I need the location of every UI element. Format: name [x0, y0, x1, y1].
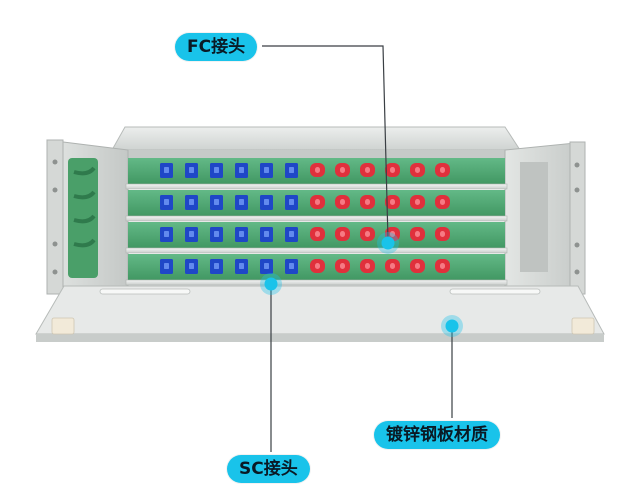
adapter-port: [289, 263, 294, 269]
adapter-port: [315, 263, 320, 269]
adapter-port: [365, 167, 370, 173]
adapter-port: [289, 167, 294, 173]
adapter-port: [264, 231, 269, 237]
adapter-port: [415, 167, 420, 173]
adapter-port: [239, 199, 244, 205]
adapter-port: [390, 199, 395, 205]
front-cover-plate: [35, 285, 605, 342]
chassis-top: [111, 126, 521, 158]
adapter-port: [164, 231, 169, 237]
adapter-port: [214, 199, 219, 205]
adapter-port: [164, 199, 169, 205]
splice-tray: [125, 254, 508, 286]
material-label: 镀锌钢板材质: [374, 421, 500, 449]
adapter-port: [340, 231, 345, 237]
adapter-port: [440, 231, 445, 237]
right-mounting-bracket: [504, 141, 586, 295]
adapter-port: [214, 231, 219, 237]
adapter-port: [239, 167, 244, 173]
adapter-port: [440, 167, 445, 173]
adapter-port: [264, 167, 269, 173]
adapter-port: [365, 263, 370, 269]
adapter-port: [415, 199, 420, 205]
adapter-port: [189, 263, 194, 269]
splice-tray: [125, 190, 508, 222]
adapter-port: [390, 263, 395, 269]
adapter-port: [239, 231, 244, 237]
adapter-port: [164, 263, 169, 269]
sc-connector-label: SC接头: [227, 455, 310, 483]
adapter-port: [440, 263, 445, 269]
adapter-port: [264, 199, 269, 205]
adapter-port: [340, 199, 345, 205]
left-mounting-bracket: [46, 139, 129, 295]
adapter-port: [189, 199, 194, 205]
adapter-port: [189, 231, 194, 237]
adapter-port: [315, 199, 320, 205]
splice-trays: [125, 158, 508, 286]
adapter-port: [340, 263, 345, 269]
adapter-port: [289, 199, 294, 205]
adapter-port: [214, 167, 219, 173]
adapter-port: [365, 231, 370, 237]
adapter-port: [315, 231, 320, 237]
adapter-port: [415, 231, 420, 237]
adapter-port: [164, 167, 169, 173]
splice-tray: [125, 158, 508, 190]
adapter-port: [390, 167, 395, 173]
adapter-port: [264, 263, 269, 269]
fc-connector-label: FC接头: [175, 33, 258, 61]
adapter-port: [390, 231, 395, 237]
adapter-port: [289, 231, 294, 237]
adapter-port: [239, 263, 244, 269]
adapter-port: [189, 167, 194, 173]
adapter-port: [315, 167, 320, 173]
adapter-port: [365, 199, 370, 205]
adapter-port: [214, 263, 219, 269]
adapter-port: [415, 263, 420, 269]
splice-tray: [125, 222, 508, 254]
adapter-port: [440, 199, 445, 205]
adapter-port: [340, 167, 345, 173]
